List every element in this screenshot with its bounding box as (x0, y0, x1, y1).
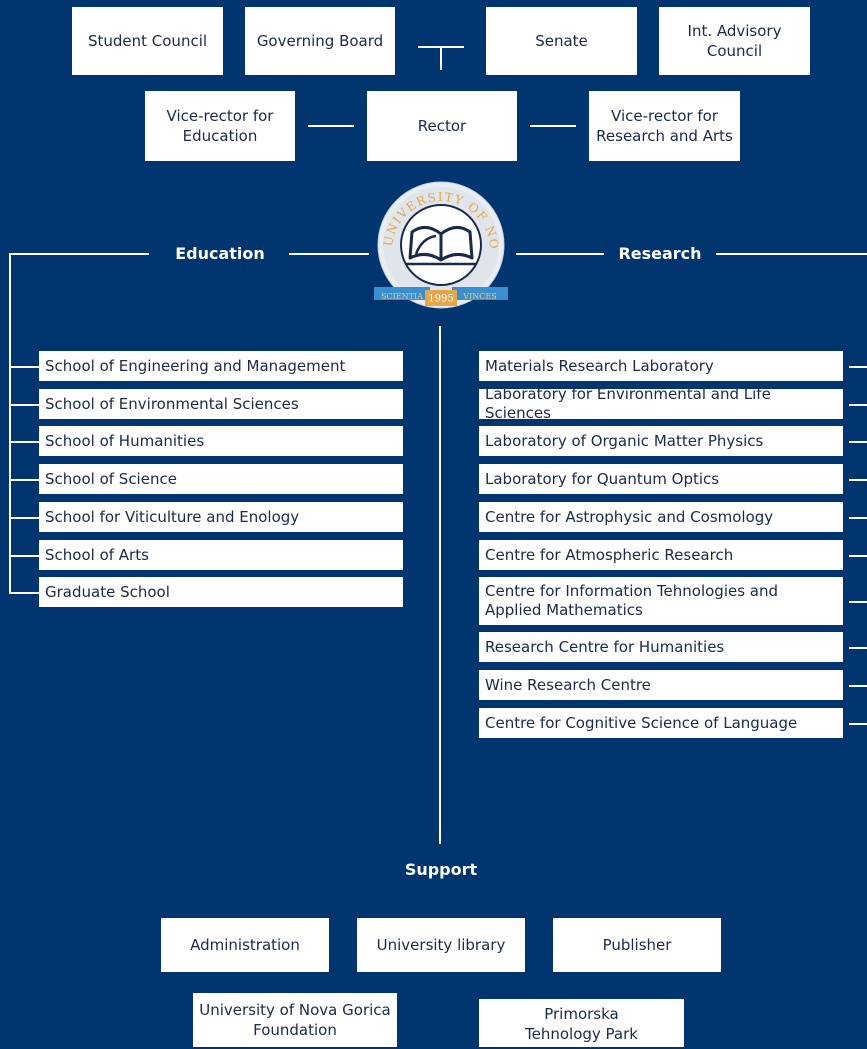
vice-rector-education-label: Vice-rector for Education (166, 107, 274, 145)
research-item-label: Laboratory for Quantum Optics (485, 469, 720, 488)
research-header-line-right (716, 253, 867, 255)
education-spine (9, 253, 11, 593)
education-item-label: School for Viticulture and Enology (45, 507, 300, 526)
education-tick (9, 479, 40, 481)
logo-ribbon-right-text: VINCES (462, 292, 496, 301)
research-item-label: Centre for Cognitive Science of Language (485, 713, 798, 732)
research-item[interactable]: Laboratory for Environmental and Life Sc… (479, 385, 843, 422)
advisory-council-label: Int. Advisory Council (687, 22, 782, 60)
education-item-label: School of Environmental Sciences (45, 394, 299, 413)
education-item[interactable]: Graduate School (39, 577, 403, 607)
research-item-label: Materials Research Laboratory (485, 356, 714, 375)
education-item-label: School of Science (45, 469, 177, 488)
education-item[interactable]: School of Science (39, 464, 403, 494)
research-tick (849, 555, 867, 557)
research-tick (849, 441, 867, 443)
foundation-box[interactable]: University of Nova Gorica Foundation (193, 993, 397, 1047)
research-item-label: Centre for Astrophysic and Cosmology (485, 507, 774, 526)
university-library-box[interactable]: University library (357, 918, 525, 972)
education-item-label: School of Arts (45, 545, 149, 564)
rector-left-connector (308, 125, 354, 127)
research-item-label: Laboratory of Organic Matter Physics (485, 431, 764, 450)
research-item-label: Laboratory for Environmental and Life Sc… (485, 385, 771, 422)
research-tick (849, 647, 867, 649)
research-heading: Research (618, 244, 702, 263)
research-tick (849, 517, 867, 519)
student-council-box[interactable]: Student Council (72, 7, 223, 75)
education-item[interactable]: School of Arts (39, 540, 403, 570)
research-tick (849, 601, 867, 603)
education-tick (9, 441, 40, 443)
education-item-label: School of Humanities (45, 431, 205, 450)
research-tick (849, 479, 867, 481)
education-tick (9, 592, 40, 594)
rector-right-connector (530, 125, 576, 127)
research-item[interactable]: Centre for Cognitive Science of Language (479, 708, 843, 738)
research-tick (849, 723, 867, 725)
university-library-label: University library (376, 936, 506, 954)
education-item-label: School of Engineering and Management (45, 356, 346, 375)
research-item-label: Research Centre for Humanities (485, 637, 725, 656)
governing-board-box[interactable]: Governing Board (245, 7, 395, 75)
advisory-council-box[interactable]: Int. Advisory Council (659, 7, 810, 75)
research-item[interactable]: Centre for Information Tehnologies and A… (479, 577, 843, 625)
research-item[interactable]: Laboratory for Quantum Optics (479, 464, 843, 494)
rector-label: Rector (417, 117, 467, 135)
research-header-line-left (516, 253, 604, 255)
research-item-label: Wine Research Centre (485, 675, 651, 694)
research-item[interactable]: Wine Research Centre (479, 670, 843, 700)
administration-box[interactable]: Administration (161, 918, 329, 972)
education-header-line-right (289, 253, 369, 255)
student-council-label: Student Council (87, 32, 208, 50)
research-item[interactable]: Centre for Astrophysic and Cosmology (479, 502, 843, 532)
vice-rector-research-label: Vice-rector for Research and Arts (596, 107, 733, 145)
research-item-label: Centre for Information Tehnologies and A… (485, 582, 779, 619)
administration-label: Administration (190, 936, 300, 954)
education-tick (9, 404, 40, 406)
education-tick (9, 366, 40, 368)
bottom-crop-bar (0, 1047, 867, 1049)
logo-year-text: 1995 (428, 294, 453, 305)
education-item[interactable]: School of Engineering and Management (39, 351, 403, 381)
rector-box[interactable]: Rector (367, 91, 517, 161)
foundation-label: University of Nova Gorica Foundation (199, 1001, 391, 1039)
university-seal-logo: UNIVERSITY OF NOVA GORICA SCIENTIA VINCE… (370, 180, 508, 309)
tech-park-box[interactable]: Primorska Tehnology Park (479, 999, 684, 1049)
publisher-label: Publisher (602, 936, 672, 954)
support-heading: Support (404, 860, 478, 879)
research-item[interactable]: Research Centre for Humanities (479, 632, 843, 662)
education-item[interactable]: School for Viticulture and Enology (39, 502, 403, 532)
publisher-box[interactable]: Publisher (553, 918, 721, 972)
central-spine (439, 326, 441, 844)
tech-park-label: Primorska Tehnology Park (525, 1005, 638, 1043)
education-tick (9, 555, 40, 557)
education-item-label: Graduate School (45, 582, 170, 601)
research-tick (849, 404, 867, 406)
senate-label: Senate (535, 32, 588, 50)
education-heading: Education (175, 244, 265, 263)
education-header-line-left (9, 253, 149, 255)
education-tick (9, 517, 40, 519)
top-connector-v (440, 46, 442, 70)
research-item[interactable]: Materials Research Laboratory (479, 351, 843, 381)
logo-ribbon-left-text: SCIENTIA (381, 292, 423, 301)
senate-box[interactable]: Senate (486, 7, 637, 75)
research-item[interactable]: Laboratory of Organic Matter Physics (479, 426, 843, 456)
research-item-label: Centre for Atmospheric Research (485, 545, 734, 564)
research-tick (849, 685, 867, 687)
research-tick (849, 366, 867, 368)
vice-rector-research-box[interactable]: Vice-rector for Research and Arts (589, 91, 740, 161)
research-item[interactable]: Centre for Atmospheric Research (479, 540, 843, 570)
education-item[interactable]: School of Humanities (39, 426, 403, 456)
governing-board-label: Governing Board (256, 32, 384, 50)
education-item[interactable]: School of Environmental Sciences (39, 389, 403, 419)
vice-rector-education-box[interactable]: Vice-rector for Education (145, 91, 295, 161)
